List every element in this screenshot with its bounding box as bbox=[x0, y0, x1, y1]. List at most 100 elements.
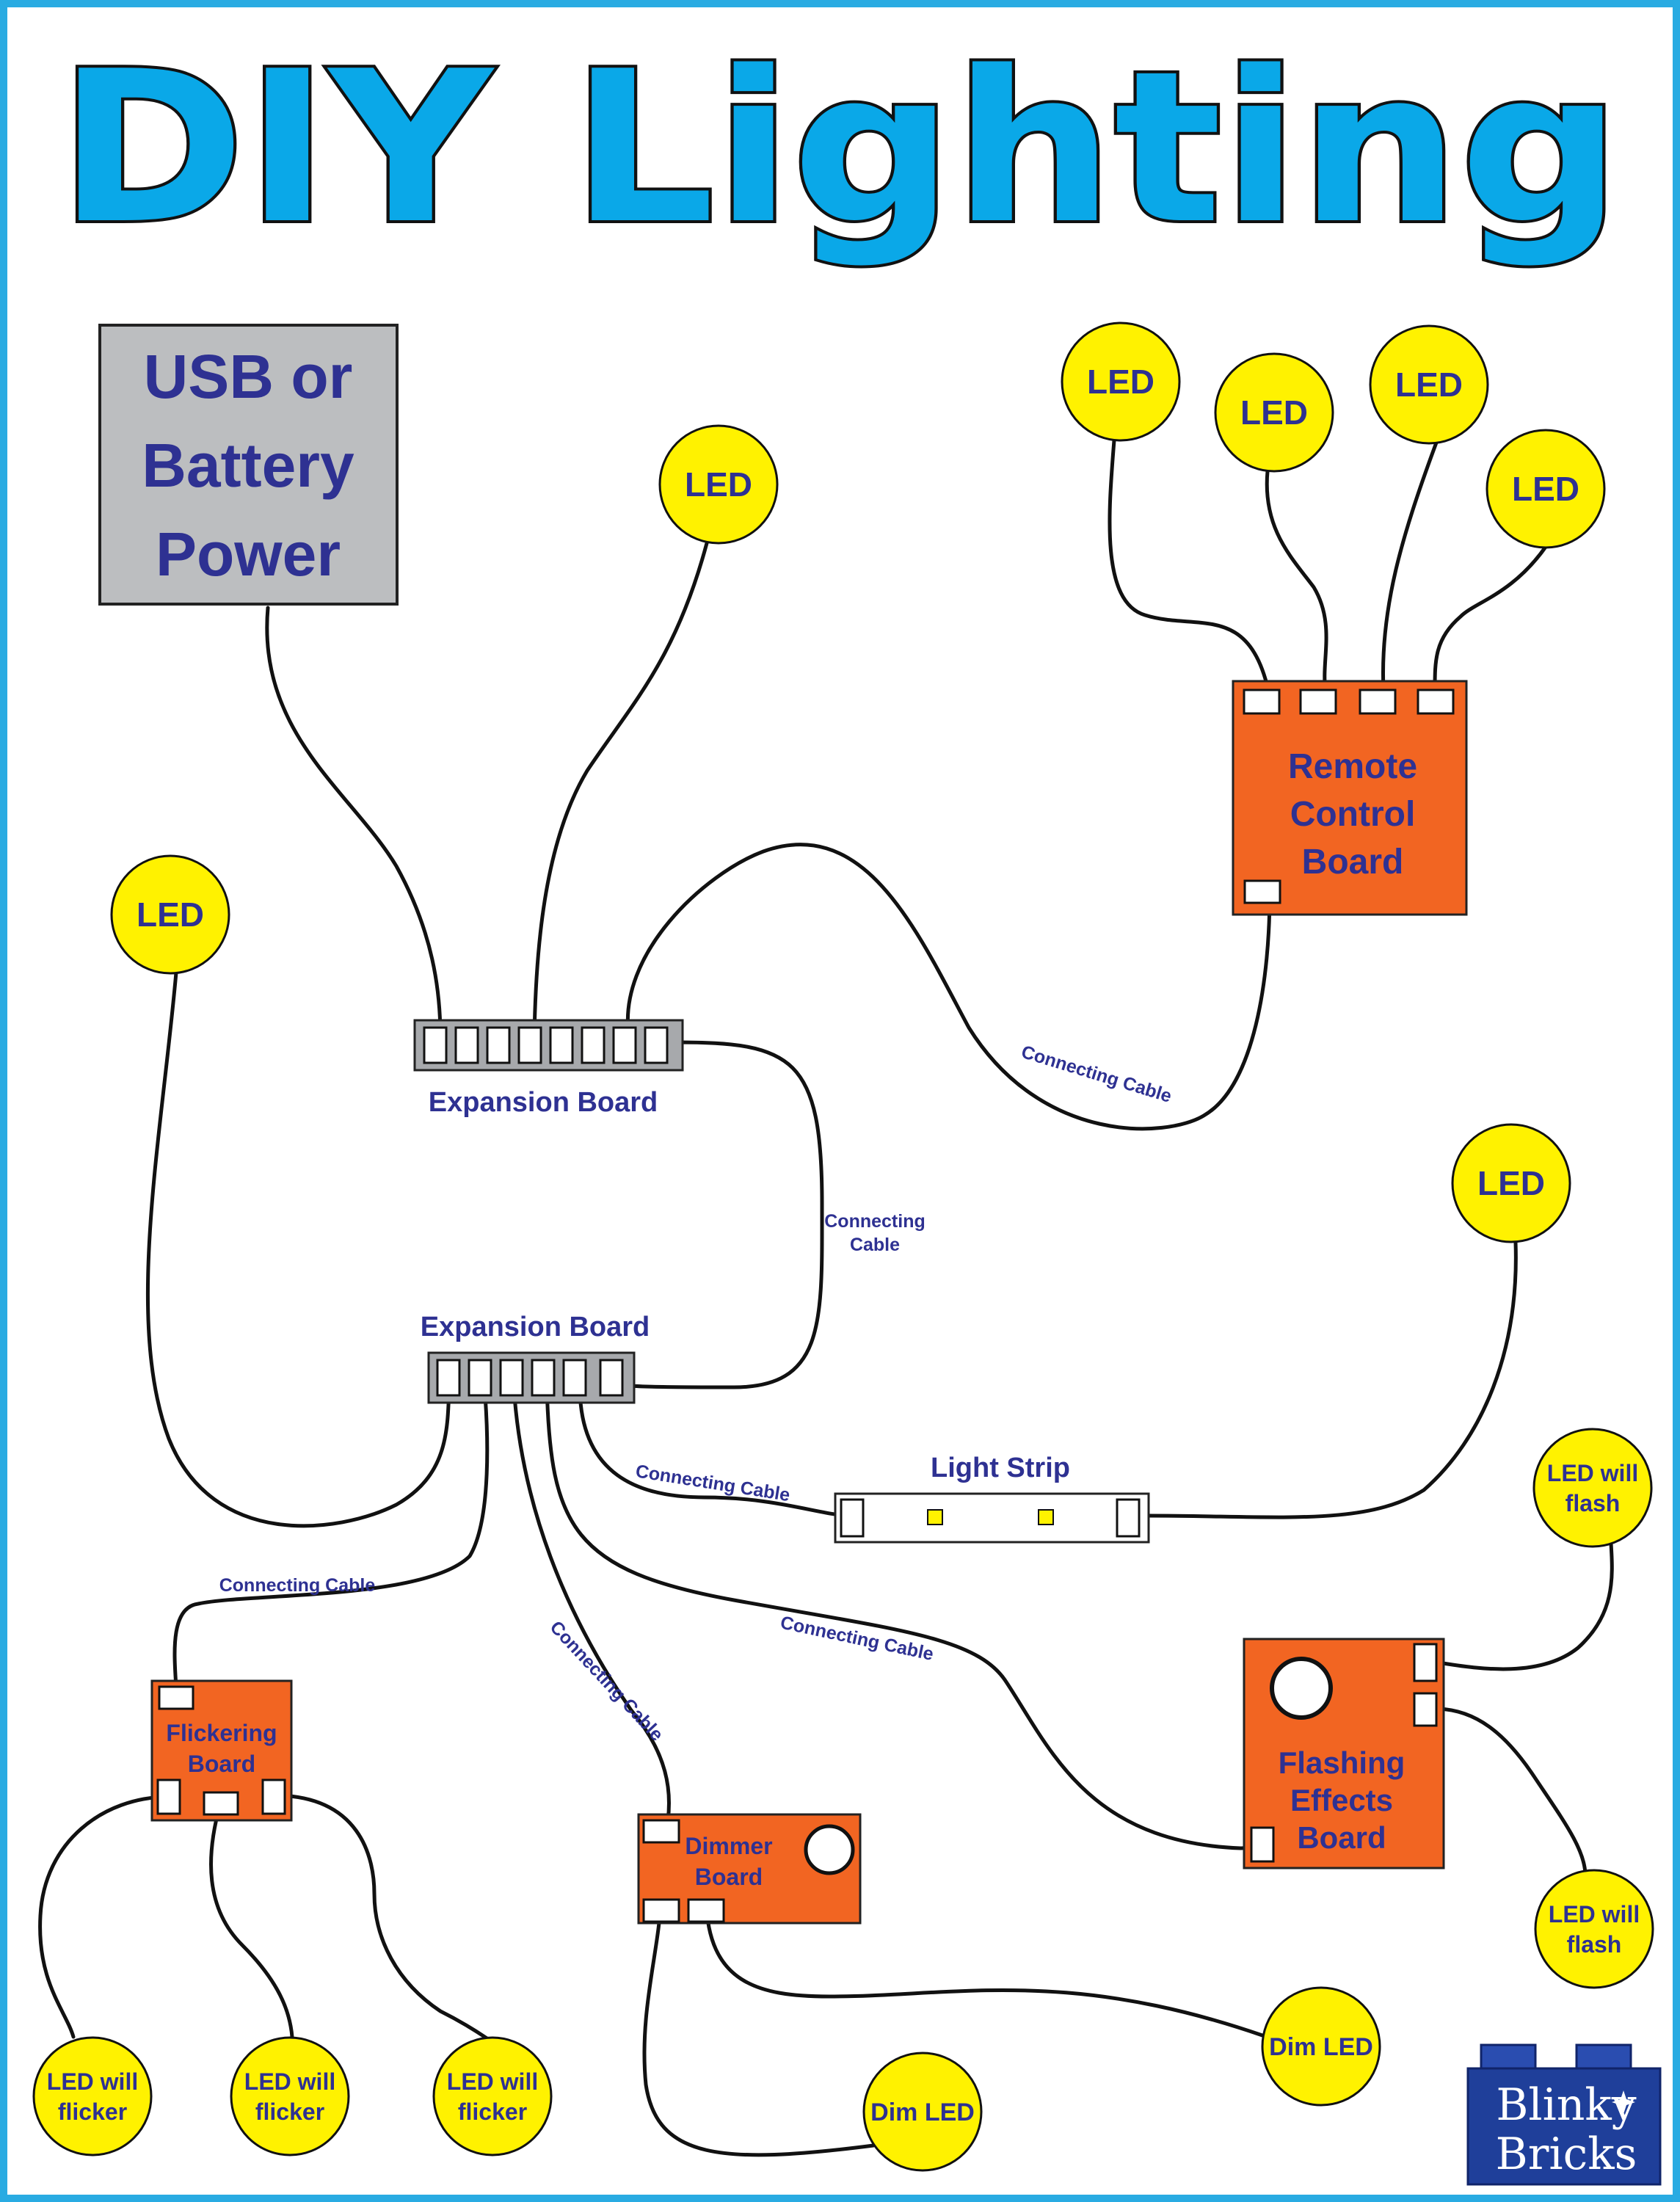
flashing-board-label-1: Flashing bbox=[1279, 1745, 1406, 1780]
remote-board-label-3: Board bbox=[1302, 843, 1404, 882]
flashing-board-button bbox=[1270, 1657, 1333, 1720]
led-label-line-1: LED will bbox=[447, 2068, 538, 2095]
led-dim-2: Dim LED bbox=[1261, 1986, 1381, 2107]
dimmer-board-label-1: Dimmer bbox=[685, 1833, 772, 1859]
board-port bbox=[642, 1898, 680, 1923]
led-remote-2: LED bbox=[1214, 352, 1334, 473]
wires bbox=[38, 438, 1614, 2157]
flashing-effects-board: Flashing Effects Board bbox=[1243, 1638, 1445, 1869]
remote-board-label-1: Remote bbox=[1288, 747, 1417, 786]
board-port bbox=[1243, 688, 1281, 715]
flickering-board: Flickering Board bbox=[150, 1679, 293, 1822]
page-title: DIY Lighting bbox=[58, 26, 1621, 270]
led-flicker-3: LED will flicker bbox=[432, 2036, 553, 2156]
wire-strip-led bbox=[1146, 1240, 1518, 1519]
wire-expansion-link bbox=[629, 1040, 824, 1389]
board-port bbox=[1417, 688, 1455, 715]
board-port bbox=[1359, 688, 1397, 715]
expansion-port bbox=[599, 1359, 624, 1397]
led-bulb bbox=[1061, 321, 1181, 442]
led-bulb bbox=[1369, 324, 1489, 445]
wire-remote-led-1 bbox=[1108, 438, 1270, 692]
board-port bbox=[1299, 688, 1337, 715]
led-strip: LED bbox=[1451, 1123, 1571, 1243]
led-bulb bbox=[1451, 1123, 1571, 1243]
led-label-line-1: LED will bbox=[1547, 1460, 1638, 1486]
led-bulb bbox=[1214, 352, 1334, 473]
wire-led-top-center bbox=[532, 541, 709, 1039]
remote-control-board-body bbox=[1232, 680, 1468, 916]
expansion-port bbox=[436, 1359, 461, 1397]
led-label: Dim LED bbox=[1269, 2033, 1373, 2061]
wire-dimmer-led-1 bbox=[642, 1897, 876, 2157]
wire-remote-led-4 bbox=[1433, 545, 1548, 692]
wire-flashing-link bbox=[545, 1384, 1265, 1850]
strip-led-chip bbox=[1038, 1509, 1054, 1525]
expansion-port bbox=[644, 1026, 669, 1064]
wire-flicker-led-3 bbox=[272, 1793, 492, 2043]
wire-strip-link bbox=[578, 1384, 854, 1518]
logo-sparkle-icon bbox=[1612, 2090, 1635, 2114]
flickering-board-label-1: Flickering bbox=[166, 1720, 277, 1746]
board-port bbox=[1413, 1692, 1438, 1727]
led-bulb bbox=[658, 424, 779, 545]
remote-control-board: Remote Control Board bbox=[1232, 680, 1468, 916]
power-box: USB or Battery Power bbox=[98, 324, 399, 606]
board-port bbox=[203, 1791, 239, 1816]
wire-dimmer-link bbox=[512, 1384, 671, 1823]
wire-flicker-link bbox=[172, 1384, 490, 1690]
dimmer-knob bbox=[804, 1824, 855, 1875]
led-left: LED bbox=[110, 854, 230, 975]
logo-text-line-1: Blinky bbox=[1496, 2079, 1636, 2131]
power-label-line-3: Power bbox=[156, 520, 341, 589]
logo-stud-right bbox=[1575, 2043, 1632, 2073]
led-label: LED bbox=[1512, 470, 1579, 508]
wire-dimmer-led-2 bbox=[704, 1897, 1265, 2038]
expansion-board-top-label: Expansion Board bbox=[429, 1087, 658, 1118]
light-strip: Light Strip bbox=[834, 1453, 1150, 1544]
wire-flicker-led-1 bbox=[38, 1795, 171, 2039]
blinky-bricks-logo: Blinky Bricks bbox=[1466, 2043, 1662, 2186]
led-label: Dim LED bbox=[870, 2099, 975, 2126]
led-bulb bbox=[110, 854, 230, 975]
led-bulb bbox=[432, 2036, 553, 2156]
wire-power bbox=[265, 606, 443, 1039]
board-port bbox=[642, 1819, 680, 1844]
led-bulb bbox=[1534, 1869, 1654, 1989]
led-bulb bbox=[32, 2036, 153, 2156]
wire-remote-link bbox=[625, 843, 1272, 1131]
led-flicker-2: LED will flicker bbox=[230, 2036, 350, 2156]
board-port bbox=[156, 1778, 181, 1815]
power-box-body bbox=[98, 324, 399, 606]
led-remote-3: LED bbox=[1369, 324, 1489, 445]
expansion-port bbox=[486, 1026, 511, 1064]
board-port bbox=[1243, 879, 1281, 904]
led-label: LED bbox=[137, 895, 204, 934]
expansion-port bbox=[562, 1359, 587, 1397]
expansion-port bbox=[499, 1359, 524, 1397]
expansion-board-top: Expansion Board bbox=[413, 1019, 684, 1118]
board-port bbox=[158, 1685, 194, 1710]
dimmer-board-label-2: Board bbox=[695, 1864, 763, 1890]
leds: LED LED LED LED LED LED LED bbox=[32, 321, 1654, 2172]
led-label-line-2: flicker bbox=[458, 2099, 527, 2125]
cable-label-expansion-2: Cable bbox=[850, 1235, 900, 1255]
flickering-board-label-2: Board bbox=[188, 1751, 255, 1777]
expansion-port bbox=[612, 1026, 637, 1064]
dimmer-board: Dimmer Board bbox=[637, 1813, 862, 1925]
led-label-line-1: LED will bbox=[244, 2068, 335, 2095]
led-label: LED bbox=[685, 465, 752, 504]
logo-brick bbox=[1466, 2067, 1662, 2186]
led-label: LED bbox=[1395, 366, 1463, 404]
led-remote-4: LED bbox=[1486, 429, 1606, 549]
wire-remote-led-3 bbox=[1381, 440, 1439, 692]
strip-port bbox=[1116, 1498, 1141, 1538]
led-bulb bbox=[230, 2036, 350, 2156]
led-label-line-2: flicker bbox=[255, 2099, 324, 2125]
cable-label-flicker: Connecting Cable bbox=[219, 1575, 376, 1596]
led-label: LED bbox=[1087, 363, 1154, 401]
board-port bbox=[1413, 1643, 1438, 1682]
wire-flash-led-1 bbox=[1436, 1541, 1614, 1671]
led-bulb bbox=[1532, 1428, 1653, 1548]
